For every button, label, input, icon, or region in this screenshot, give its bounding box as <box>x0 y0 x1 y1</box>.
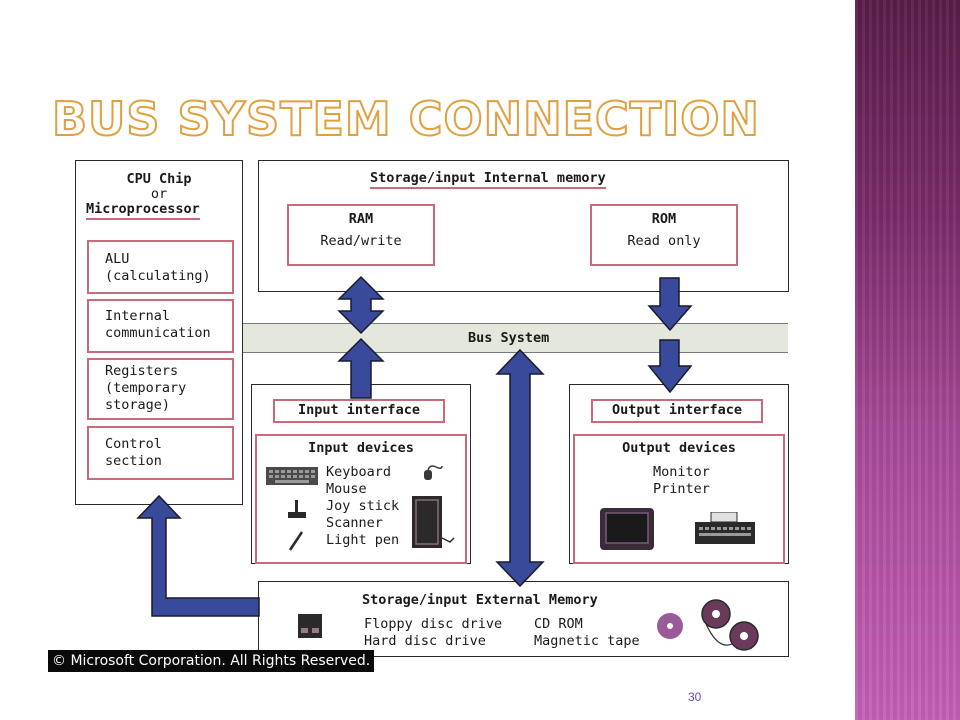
input-devices-title: Input devices <box>308 440 414 456</box>
internal-communication-box <box>87 299 234 353</box>
decorative-side-stripe <box>855 0 960 720</box>
internal-communication-label: Internal communication <box>105 308 211 341</box>
bus-system-label: Bus System <box>468 330 550 346</box>
slide-title: BUS SYSTEM CONNECTION <box>51 91 760 147</box>
external-to-cpu-l-arrow <box>136 494 260 617</box>
scanner-icon <box>412 496 455 548</box>
bus-system-diagram: Bus System CPU Chip or Microprocessor AL… <box>48 158 793 673</box>
output-interface-box <box>591 399 763 423</box>
control-section-label: Control section <box>105 436 162 469</box>
bus-external-double-arrow <box>495 348 545 588</box>
control-section-box <box>87 426 234 480</box>
cpu-title-line1: CPU Chip <box>126 171 192 187</box>
registers-box <box>87 358 234 420</box>
cpu-title-line3: Microprocessor <box>86 201 200 220</box>
rom-subtitle: Read only <box>627 233 701 249</box>
bus-system-bar <box>243 323 788 353</box>
output-devices-title: Output devices <box>622 440 736 456</box>
cd-rom-icon <box>657 613 683 639</box>
alu-label: ALU (calculating) <box>105 251 211 284</box>
external-memory-box <box>258 581 789 657</box>
bus-to-output-down-arrow <box>647 339 693 394</box>
ram-subtitle: Read/write <box>320 233 402 249</box>
ram-title: RAM <box>348 211 374 227</box>
rom-title: ROM <box>651 211 677 227</box>
rom-to-bus-down-arrow <box>647 277 693 332</box>
external-memory-col2: CD ROM Magnetic tape <box>534 616 640 649</box>
mouse-icon <box>424 465 443 480</box>
magnetic-tape-icon <box>701 599 759 651</box>
keyboard-icon <box>266 467 318 485</box>
external-memory-title: Storage/input External Memory <box>362 592 598 608</box>
copyright-notice: © Microsoft Corporation. All Rights Rese… <box>48 650 375 672</box>
printer-icon <box>695 512 755 544</box>
output-devices-list: Monitor Printer <box>653 464 710 497</box>
disk-drive-icon <box>298 614 322 638</box>
registers-label: Registers (temporary storage) <box>105 363 187 413</box>
alu-box <box>87 240 234 294</box>
ram-box <box>287 204 435 266</box>
input-devices-list: Keyboard Mouse Joy stick Scanner Light p… <box>326 464 400 548</box>
bus-to-input-up-arrow <box>337 337 385 399</box>
page-number: 30 <box>688 690 702 704</box>
input-interface-label: Input interface <box>298 402 420 418</box>
external-memory-col1: Floppy disc drive Hard disc drive <box>364 616 503 649</box>
cpu-title-line2: or <box>150 186 168 202</box>
output-interface-label: Output interface <box>611 402 743 418</box>
ram-bus-double-arrow <box>337 275 385 335</box>
bus-arrows <box>136 275 693 617</box>
internal-memory-title: Storage/input Internal memory <box>370 170 606 189</box>
input-interface-box <box>273 399 445 423</box>
joystick-icon <box>288 500 306 518</box>
monitor-icon <box>600 508 654 550</box>
light-pen-icon <box>288 531 304 551</box>
rom-box <box>590 204 738 266</box>
